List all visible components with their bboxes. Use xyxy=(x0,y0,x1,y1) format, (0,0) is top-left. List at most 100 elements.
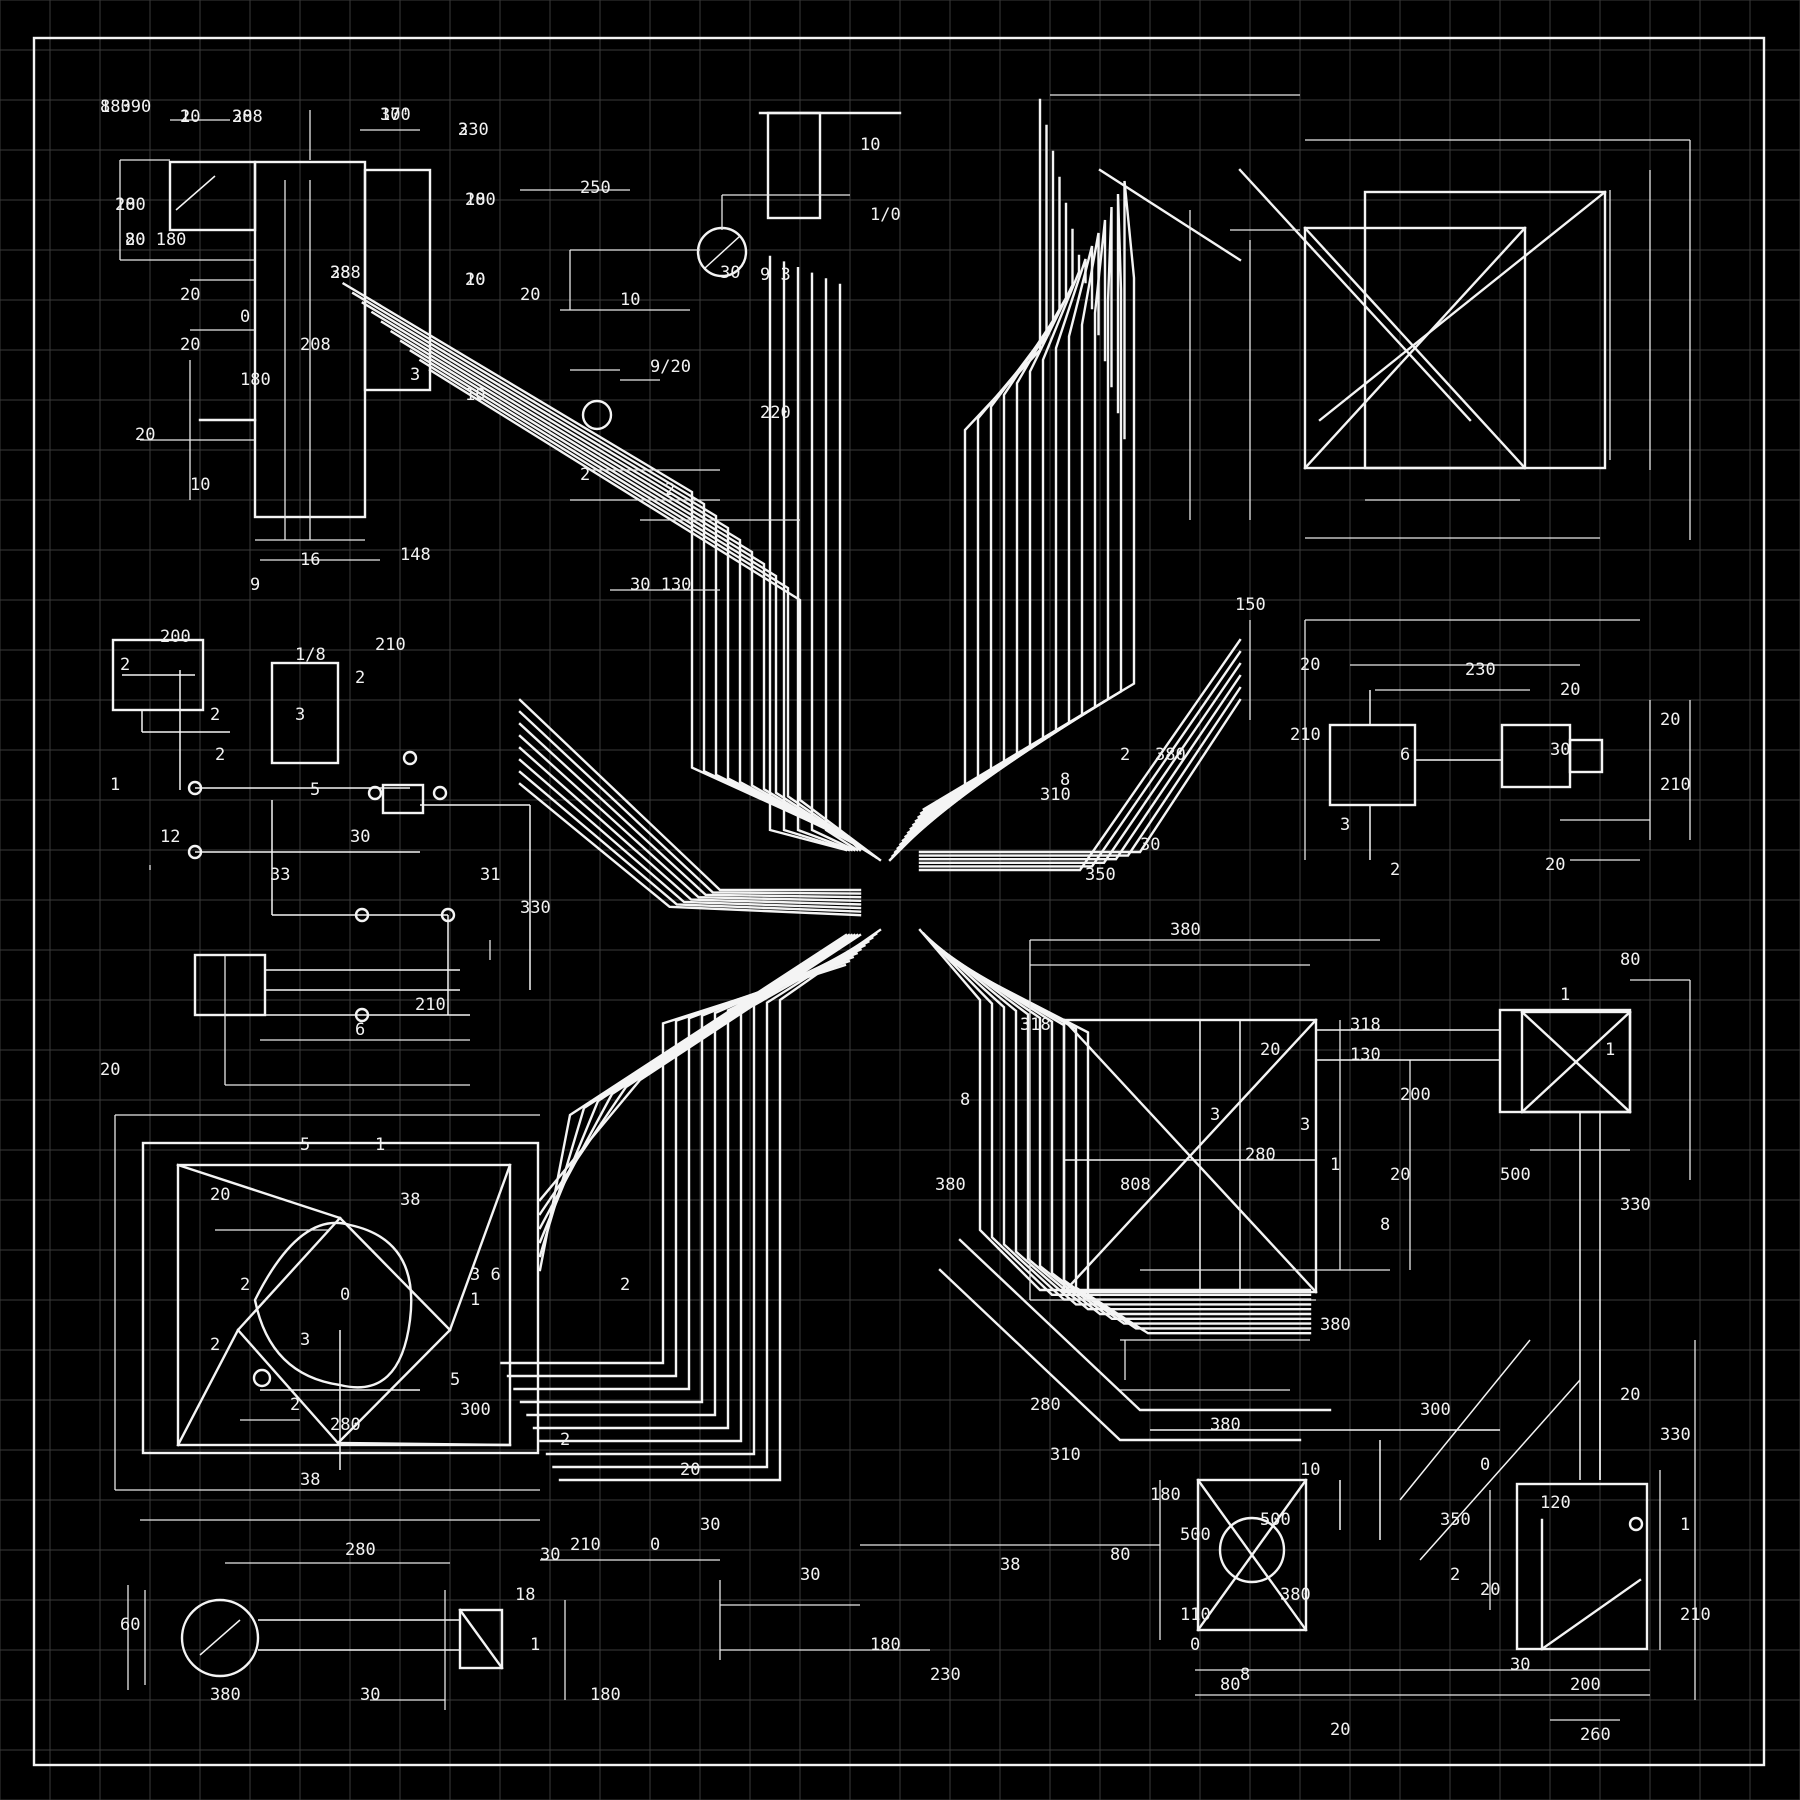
dimension-label: 2 xyxy=(580,465,590,485)
dimension-label: 3 xyxy=(1340,815,1350,835)
trace xyxy=(922,180,1136,811)
dimension-label: 250 xyxy=(580,178,611,198)
dimension-label: 0 xyxy=(1480,1455,1490,1475)
dimension-label: 20 xyxy=(1660,710,1680,730)
trace xyxy=(918,698,1242,854)
trace xyxy=(938,1268,1302,1442)
trace xyxy=(921,931,1312,1297)
dimension-label: 60 xyxy=(120,1615,140,1635)
trace xyxy=(796,267,854,852)
node xyxy=(581,399,613,431)
trace xyxy=(518,782,862,917)
dimension-label: 6 xyxy=(1400,745,1410,765)
dimension-label: 0 xyxy=(1190,1635,1200,1655)
dimension-label: 110 xyxy=(1180,1605,1211,1625)
dimension-label: 2 xyxy=(665,480,675,500)
dimension-label: 38 xyxy=(300,1470,320,1490)
dimension-label: 30 xyxy=(1510,1655,1530,1675)
component-bottom-left xyxy=(114,1114,540,1521)
dimension-label: 1 xyxy=(110,775,120,795)
dimension-label: 10 xyxy=(115,195,135,215)
dimension-label: 8 xyxy=(1060,770,1070,790)
dimension-label: 380 xyxy=(1280,1585,1311,1605)
component-top-left xyxy=(119,110,432,561)
dimension-label: 2 xyxy=(180,107,190,127)
dimension-label: 2 xyxy=(1450,1565,1460,1585)
dimension-label: 3 xyxy=(1210,1105,1220,1125)
trace xyxy=(936,946,1312,1316)
component-top-right xyxy=(1050,94,1691,540)
dimension-label: 20 xyxy=(1260,1040,1280,1060)
dimension-label: 380 xyxy=(1170,920,1201,940)
dimension-label: 280 xyxy=(1245,1145,1276,1165)
dimension-label: 20 xyxy=(1300,655,1320,675)
dimension-label: 370 xyxy=(380,105,411,125)
trace xyxy=(518,770,862,913)
dimension-label: 20 xyxy=(1545,855,1565,875)
dimension-label: 20 xyxy=(180,335,200,355)
dimension-label: 288 xyxy=(330,263,361,283)
dimension-label: 16 xyxy=(300,550,320,570)
component-mid-left xyxy=(111,638,531,1086)
dimension-label: 130 xyxy=(1350,1045,1381,1065)
dimension-label: 180 xyxy=(1150,1485,1181,1505)
dimension-label: 330 xyxy=(1660,1425,1691,1445)
dimension-label: 2 xyxy=(215,745,225,765)
dimension-label: 30 xyxy=(540,1545,560,1565)
dimension-label: 3 6 xyxy=(470,1265,501,1285)
component-top-middle xyxy=(520,111,902,591)
dimension-label: 500 xyxy=(1500,1165,1531,1185)
border-frame xyxy=(32,36,1766,1767)
dimension-label: 2 xyxy=(1120,745,1130,765)
dimension-label: 20 xyxy=(1560,680,1580,700)
dimension-label: 80 xyxy=(125,230,145,250)
dimension-label: 280 xyxy=(345,1540,376,1560)
dimension-label: 80 xyxy=(1620,950,1640,970)
dimension-label: 10 xyxy=(1300,1460,1320,1480)
trace xyxy=(538,933,848,1272)
trace xyxy=(838,283,862,852)
dimension-label: 20 xyxy=(210,1185,230,1205)
trace xyxy=(939,949,1312,1321)
dimension-label: 500 xyxy=(1180,1525,1211,1545)
dimension-label: 330 xyxy=(1620,1195,1651,1215)
trace xyxy=(824,278,859,852)
trace xyxy=(518,710,862,895)
dimension-label: 20 xyxy=(1390,1165,1410,1185)
dimension-label: 6 xyxy=(355,1020,365,1040)
trace xyxy=(518,746,862,906)
dimension-label: 10 xyxy=(465,270,485,290)
dimension-label: 2 xyxy=(620,1275,630,1295)
trace xyxy=(918,686,1242,857)
trace xyxy=(932,942,1312,1311)
dimension-label: 9 xyxy=(250,575,260,595)
dimension-label: 38 xyxy=(330,263,350,283)
component-bottom-right xyxy=(1120,1339,1696,1721)
dimension-label: 20 xyxy=(1330,1720,1350,1740)
dimension-label: 208 xyxy=(300,335,331,355)
dimension-label: 120 xyxy=(1540,1493,1571,1513)
dimension-label: 1 xyxy=(1560,985,1570,1005)
component-center-right xyxy=(1029,939,1500,1380)
dimension-label: 0 xyxy=(650,1535,660,1555)
trace xyxy=(409,349,875,857)
trace xyxy=(782,261,851,852)
dimension-label: 1 xyxy=(1680,1515,1690,1535)
dimension-label: 20 xyxy=(232,107,252,127)
dimension-label: 2 xyxy=(458,120,468,140)
trace xyxy=(518,758,862,910)
dimension-label: 10 xyxy=(465,385,485,405)
dimension-label: 318 xyxy=(1020,1015,1051,1035)
dimension-label: 210 xyxy=(1290,725,1321,745)
dimension-label: 180 xyxy=(590,1685,621,1705)
dimension-label: 10' xyxy=(380,105,411,125)
dimension-label: 1/8 xyxy=(295,645,326,665)
dimension-label: 310 xyxy=(1040,785,1071,805)
dimension-label: 30 130 xyxy=(630,575,691,595)
dimension-label: 20 xyxy=(465,270,485,290)
dimension-label: 18 xyxy=(515,1585,535,1605)
dimension-label: 20 xyxy=(135,425,155,445)
trace xyxy=(918,638,1242,872)
dimension-label: 9/20 xyxy=(650,357,691,377)
trace xyxy=(918,650,1242,868)
